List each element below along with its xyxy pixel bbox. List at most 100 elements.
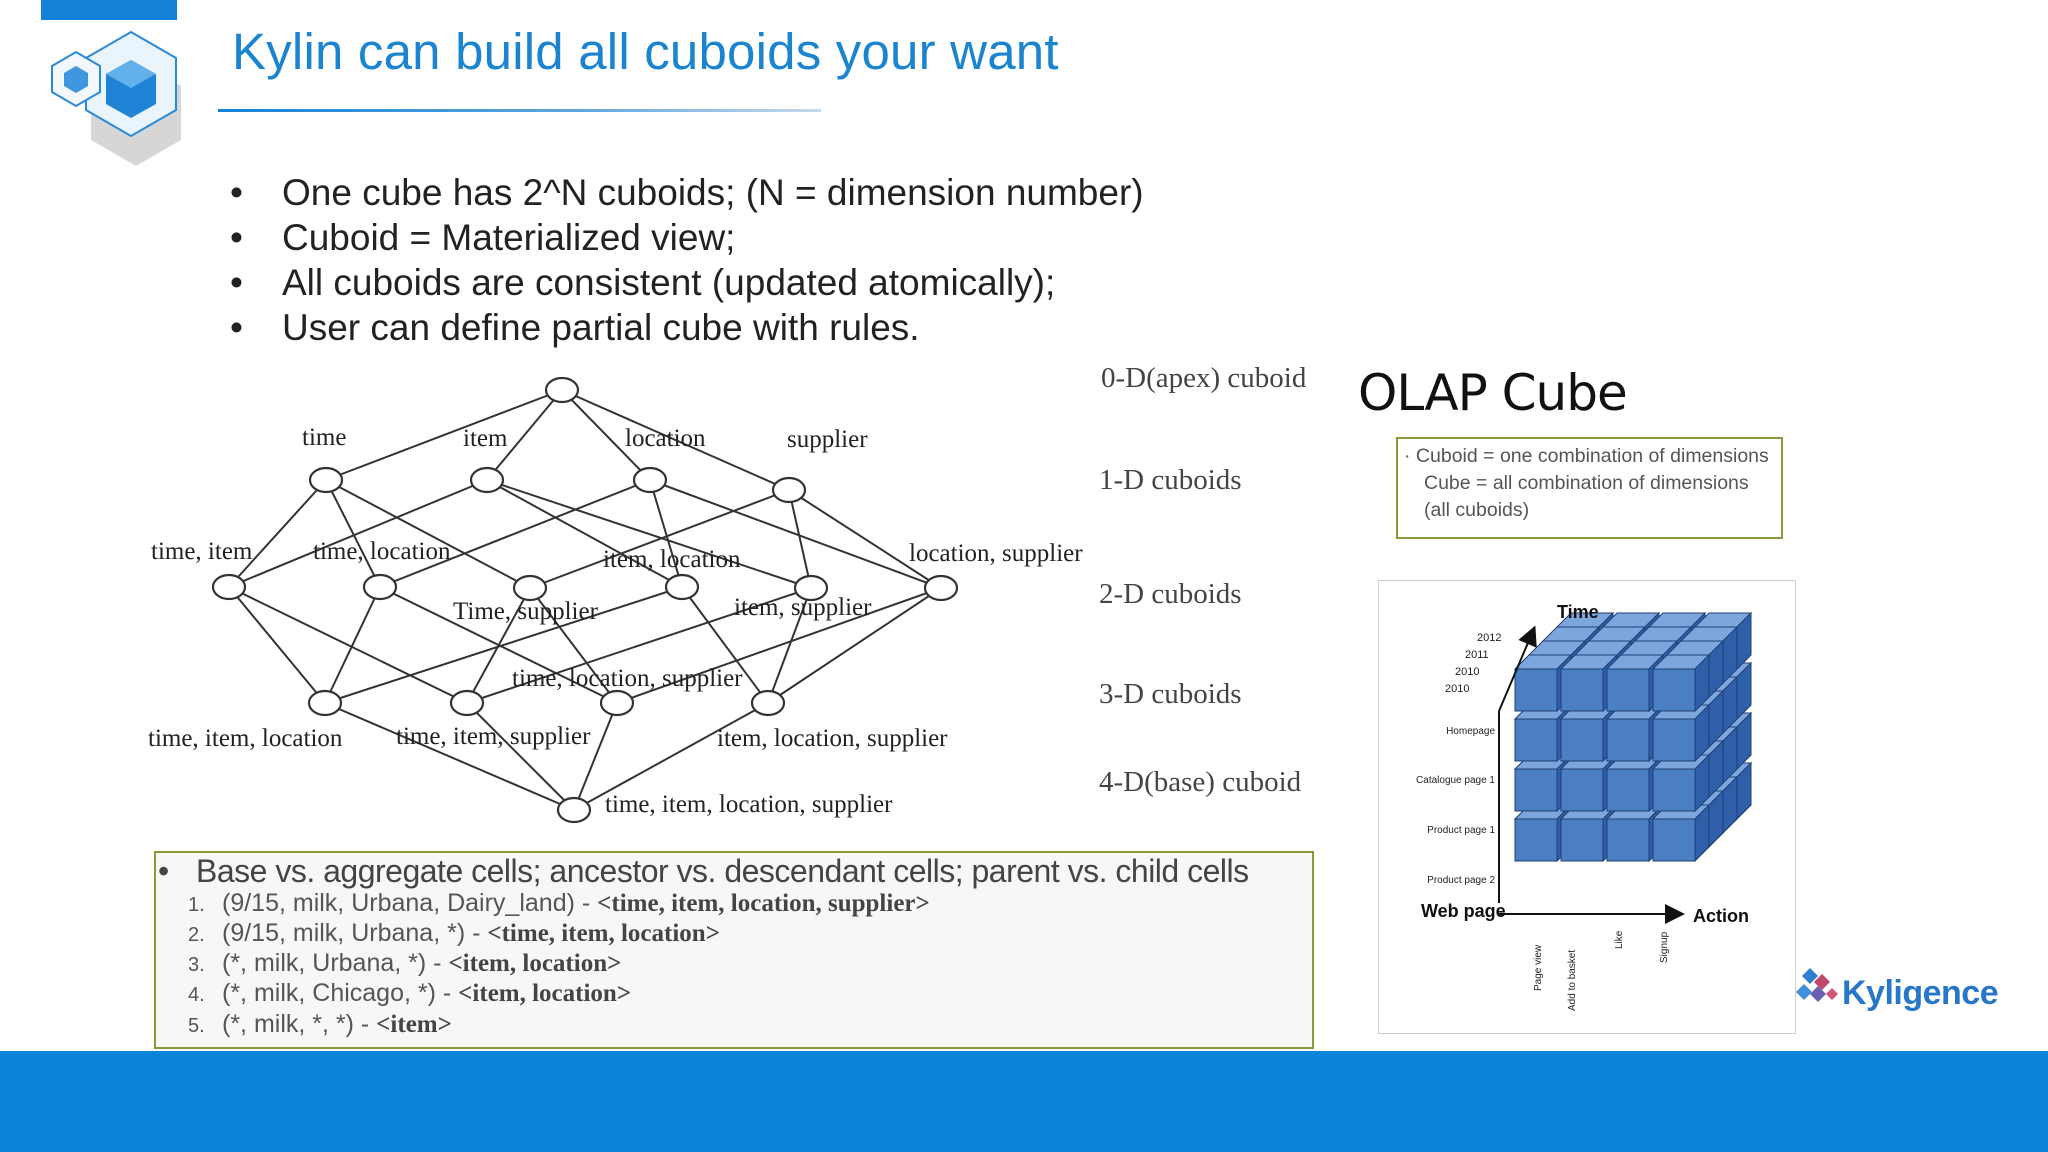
node-2d xyxy=(211,573,247,601)
bullet-marker: • xyxy=(230,307,243,348)
label-3d: time, item, location xyxy=(148,725,343,752)
label-1d: item xyxy=(463,425,508,452)
cube-cell-face xyxy=(1606,818,1650,862)
olap-cube-figure: Time 2012 2011 2010 2010 Homepage Catalo… xyxy=(1378,580,1796,1034)
web-page-label: Catalogue page 1 xyxy=(1416,775,1495,786)
cube-cell-face xyxy=(1652,768,1696,812)
label-2d: Time, supplier xyxy=(453,598,599,625)
definition-bullet: · xyxy=(1404,445,1416,467)
action-label: Add to basket xyxy=(1567,950,1578,1011)
level-label-1d: 1-D cuboids xyxy=(1099,464,1242,496)
cell-tuple: (9/15, milk, Urbana, Dairy_land) xyxy=(222,889,575,917)
cube-cell-face xyxy=(1606,768,1650,812)
cube-cell-face xyxy=(1514,668,1558,712)
separator: - xyxy=(574,889,598,917)
definition-text: Cuboid = one combination of dimensions xyxy=(1415,445,1769,467)
slide-title: Kylin can build all cuboids your want xyxy=(232,23,1059,80)
cuboid-lattice-diagram: time item location supplier time, item t… xyxy=(148,376,1083,824)
bullet-item: • Cuboid = Materialized view; xyxy=(230,215,1144,260)
cells-heading-text: Base vs. aggregate cells; ancestor vs. d… xyxy=(196,853,1249,889)
cell-tuple: (*, milk, Chicago, *) xyxy=(222,979,436,1007)
node-3d xyxy=(750,689,786,717)
cell-example-row: 1. (9/15, milk, Urbana, Dairy_land) - <ti… xyxy=(188,889,930,918)
label-base: time, item, location, supplier xyxy=(605,791,893,818)
cube-cell-face xyxy=(1652,718,1696,762)
row-number: 5. xyxy=(188,1015,205,1037)
label-1d: location xyxy=(625,425,706,452)
year-label: 2012 xyxy=(1477,632,1501,644)
label-1d: time xyxy=(302,424,346,451)
kyligence-logo-icon xyxy=(1796,968,1838,1002)
cell-tuple: (*, milk, Urbana, *) xyxy=(222,949,427,977)
level-label-3d: 3-D cuboids xyxy=(1099,678,1242,710)
web-page-label: Homepage xyxy=(1446,726,1495,737)
bullet-text: Cuboid = Materialized view; xyxy=(282,217,736,258)
top-accent-bar xyxy=(41,0,177,20)
cube-cell-face xyxy=(1514,818,1558,862)
separator: - xyxy=(353,1010,377,1038)
level-label-base: 4-D(base) cuboid xyxy=(1099,766,1302,798)
label-2d: time, location xyxy=(313,538,451,565)
node-1d xyxy=(771,476,807,504)
year-label: 2011 xyxy=(1465,649,1489,661)
cube-cell-face xyxy=(1606,718,1650,762)
bullet-item: • User can define partial cube with rules… xyxy=(230,305,1144,350)
apex-node xyxy=(544,376,580,404)
time-axis-label: Time xyxy=(1557,602,1599,622)
cube-cell-face xyxy=(1560,818,1604,862)
cuboid-name: <time, item, location> xyxy=(487,920,720,947)
cube-cell-face xyxy=(1694,803,1710,863)
bullet-text: One cube has 2^N cuboids; (N = dimension… xyxy=(282,172,1144,213)
cube-cell-face xyxy=(1514,718,1558,762)
cell-example-row: 3.(*, milk, Urbana, *) - <item, location… xyxy=(188,949,621,978)
bullet-marker: • xyxy=(230,172,243,213)
bullet-text: All cuboids are consistent (updated atom… xyxy=(282,262,1056,303)
node-1d xyxy=(469,466,505,494)
node-1d xyxy=(308,466,344,494)
time-axis-arrow xyxy=(1498,625,1537,712)
bullet-text: User can define partial cube with rules. xyxy=(282,307,920,348)
cells-example-box: • Base vs. aggregate cells; ancestor vs. … xyxy=(154,851,1314,1049)
label-3d: time, location, supplier xyxy=(512,665,743,692)
kyligence-wordmark: Kyligence xyxy=(1842,974,1999,1012)
cube-cell-face xyxy=(1514,768,1558,812)
cells-heading: • Base vs. aggregate cells; ancestor vs. … xyxy=(156,853,1249,890)
cuboid-name: <time, item, location, supplier> xyxy=(597,890,930,917)
cube-cell-face xyxy=(1652,668,1696,712)
year-label: 2010 xyxy=(1455,666,1479,678)
title-underline xyxy=(218,109,821,112)
label-2d: time, item xyxy=(151,538,253,565)
level-label-2d: 2-D cuboids xyxy=(1099,578,1242,610)
heading-bullet: • xyxy=(158,853,169,889)
bullet-item: •All cuboids are consistent (updated ato… xyxy=(230,260,1144,305)
row-number: 3. xyxy=(188,954,205,976)
web-page-label: Product page 2 xyxy=(1427,875,1495,886)
action-label: Signup xyxy=(1659,931,1670,963)
year-label: 2010 xyxy=(1445,683,1469,695)
action-axis-label: Action xyxy=(1693,906,1749,926)
node-3d xyxy=(599,689,635,717)
definition-line: (all cuboids) xyxy=(1424,499,1530,521)
cell-tuple: (9/15, milk, Urbana, *) xyxy=(222,919,466,947)
lattice-nodes xyxy=(211,376,959,824)
separator: - xyxy=(426,949,449,977)
bottom-footer-bar xyxy=(0,1051,2048,1152)
bullet-marker: • xyxy=(230,217,243,258)
node-2d xyxy=(362,573,398,601)
node-1d xyxy=(632,466,668,494)
cube-cell-face xyxy=(1560,768,1604,812)
label-2d: location, supplier xyxy=(909,540,1083,567)
cube-cell-face xyxy=(1606,668,1650,712)
node-2d xyxy=(923,574,959,602)
label-1d: supplier xyxy=(787,426,868,453)
separator: - xyxy=(465,919,488,947)
olap-cube-title: OLAP Cube xyxy=(1358,364,1628,422)
cube-cell-face xyxy=(1694,753,1710,813)
action-label: Page view xyxy=(1533,944,1544,991)
row-number: 1. xyxy=(188,894,205,916)
cuboid-name: <item, location> xyxy=(458,980,632,1007)
level-label-apex: 0-D(apex) cuboid xyxy=(1101,362,1307,394)
label-3d: item, location, supplier xyxy=(717,725,948,752)
cube-cells xyxy=(1513,611,1753,863)
node-3d xyxy=(307,689,343,717)
